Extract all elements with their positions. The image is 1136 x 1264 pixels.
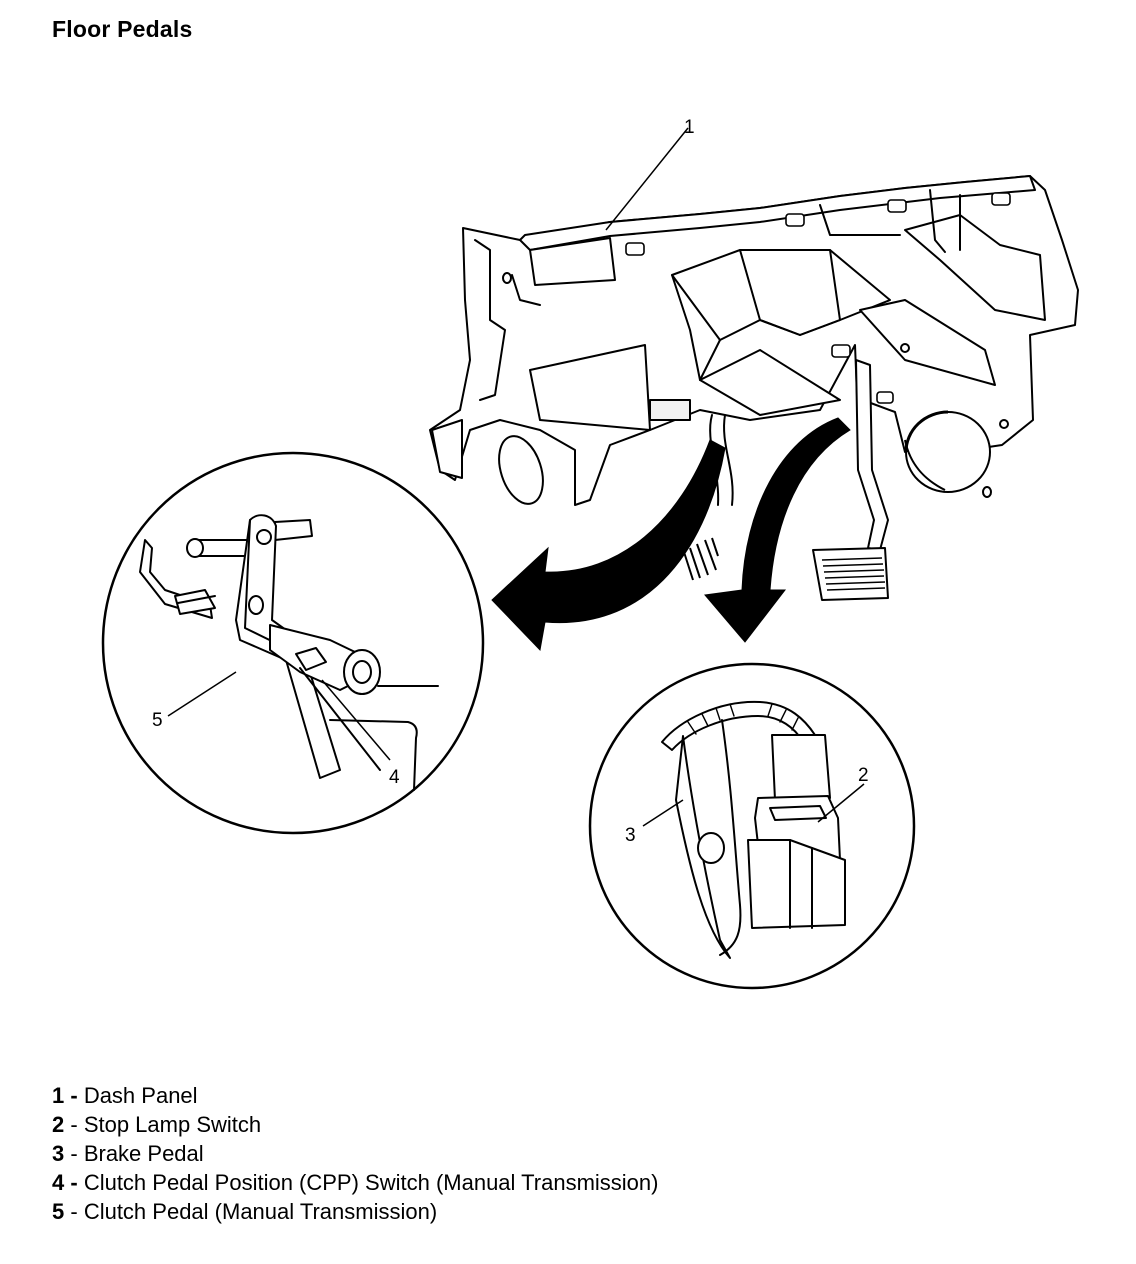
mounting-studs — [625, 192, 1011, 404]
legend-item: 4 - Clutch Pedal Position (CPP) Switch (… — [52, 1168, 658, 1197]
detail-arrows — [491, 417, 851, 652]
legend-separator: - — [64, 1199, 84, 1224]
legend-number: 4 — [52, 1170, 65, 1195]
legend-text: Clutch Pedal (Manual Transmission) — [83, 1199, 438, 1224]
legend-item: 1 - Dash Panel — [52, 1081, 658, 1110]
legend-separator: - — [64, 1083, 84, 1108]
clutch-pedal-pad-drawing — [683, 537, 719, 581]
legend-text: Clutch Pedal Position (CPP) Switch (Manu… — [83, 1170, 659, 1195]
legend-separator: - — [64, 1170, 84, 1195]
callout-2: 2 — [858, 765, 869, 786]
legend-item: 3 - Brake Pedal — [52, 1139, 658, 1168]
legend-text: Dash Panel — [83, 1083, 198, 1108]
callout-leaders-left — [167, 671, 391, 761]
parts-legend: 1 - Dash Panel 2 - Stop Lamp Switch 3 - … — [52, 1081, 658, 1226]
page-title: Floor Pedals — [52, 16, 193, 42]
legend-number: 5 — [52, 1199, 65, 1224]
legend-number: 1 — [52, 1083, 65, 1108]
brake-pedal-drawing — [812, 359, 889, 601]
callout-leaders-right — [605, 127, 865, 827]
callout-1: 1 — [684, 117, 695, 138]
legend-item: 5 - Clutch Pedal (Manual Transmission) — [52, 1197, 658, 1226]
legend-item: 2 - Stop Lamp Switch — [52, 1110, 658, 1139]
brake-booster-drawing — [904, 410, 991, 493]
legend-separator: - — [64, 1141, 84, 1166]
legend-text: Brake Pedal — [83, 1141, 204, 1166]
brake-detail-drawing — [661, 700, 846, 959]
callout-5: 5 — [152, 710, 163, 731]
legend-text: Stop Lamp Switch — [83, 1112, 262, 1137]
clutch-detail-drawing — [139, 514, 439, 791]
legend-separator: - — [64, 1112, 84, 1137]
callout-4: 4 — [389, 767, 400, 788]
legend-number: 2 — [52, 1112, 65, 1137]
legend-number: 3 — [52, 1141, 65, 1166]
callout-3: 3 — [625, 825, 636, 846]
